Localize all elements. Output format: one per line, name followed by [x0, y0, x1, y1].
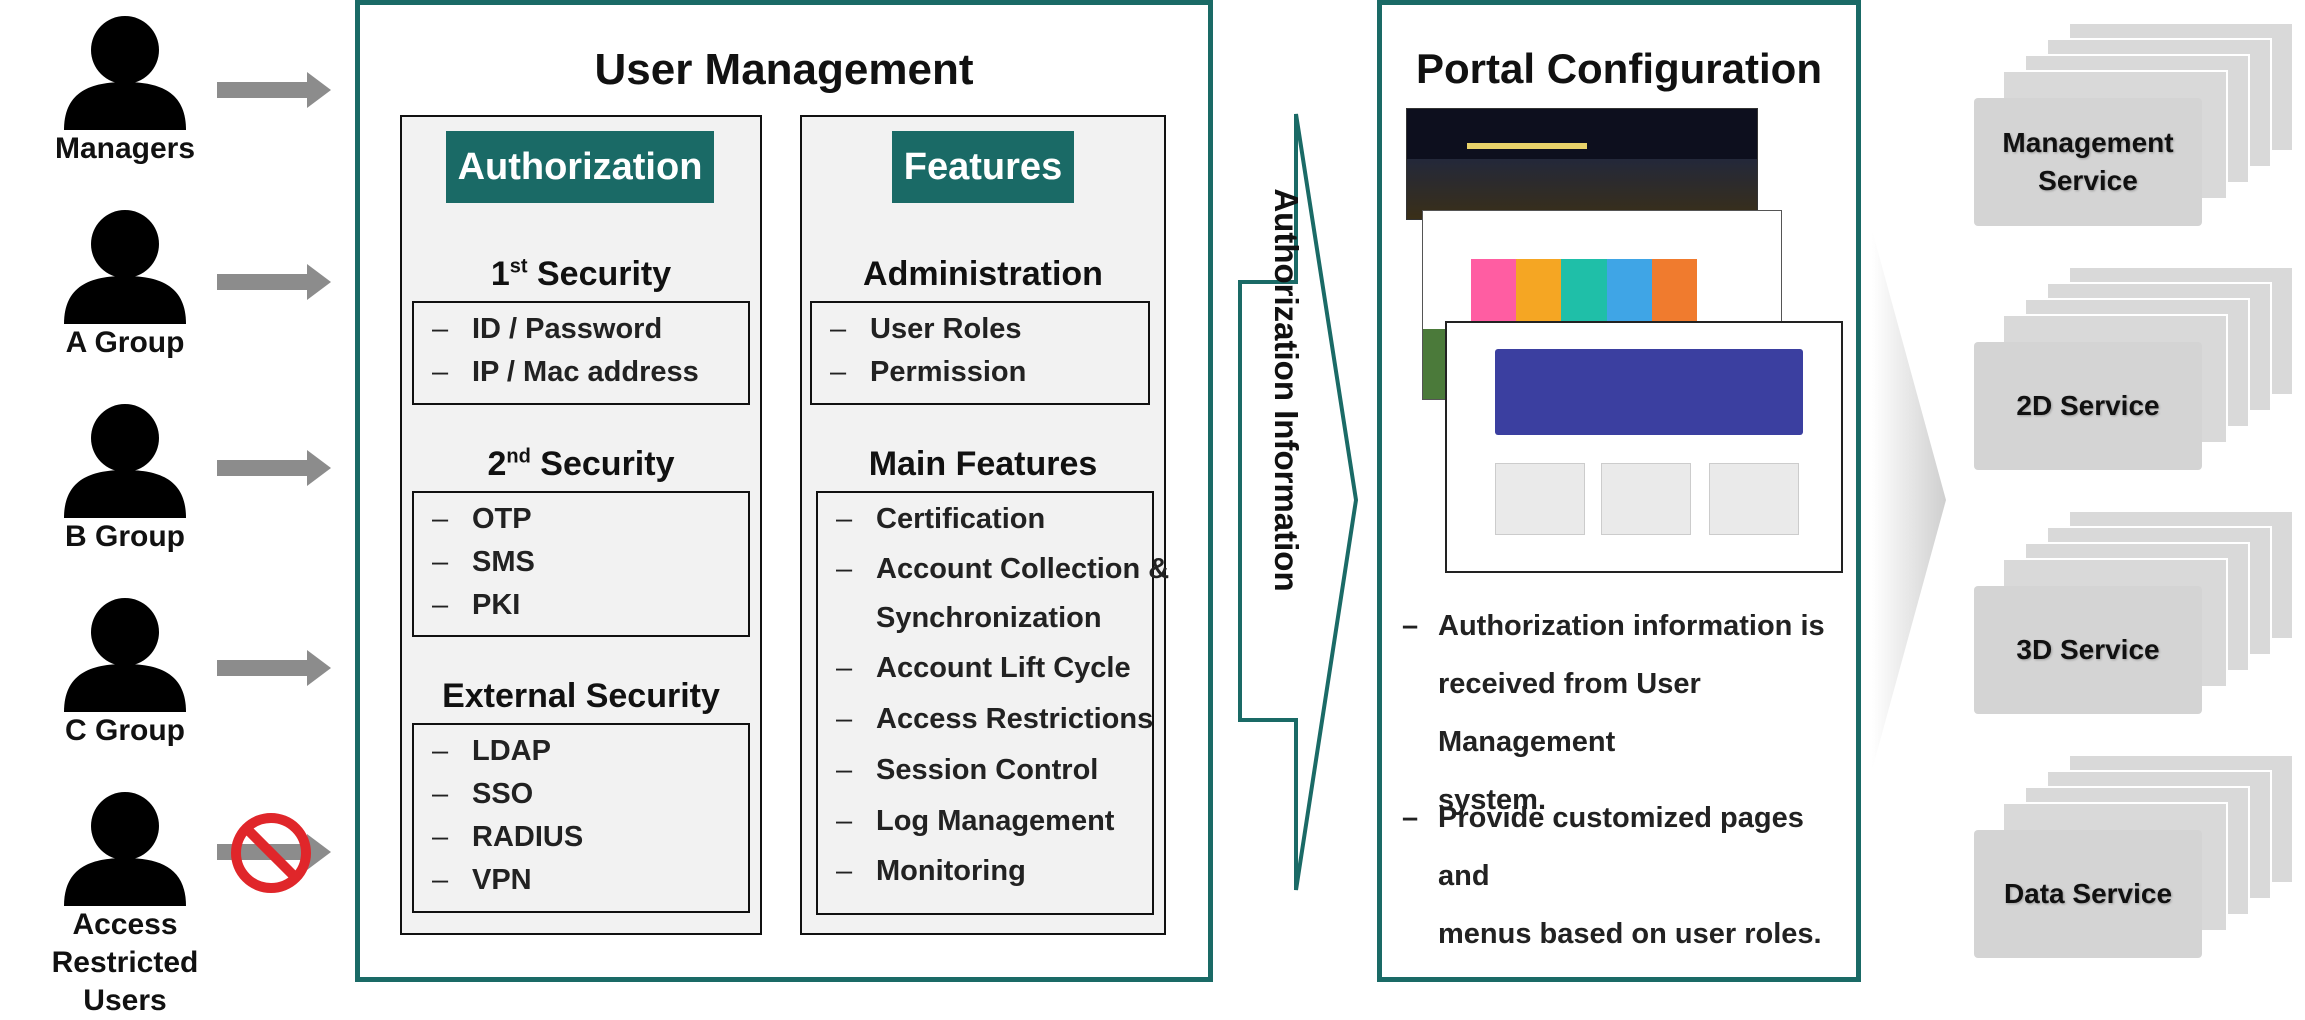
- user-management-panel: User Management Authorization 1st Securi…: [355, 0, 1213, 982]
- portal-screenshot-3: [1445, 321, 1843, 573]
- external-security-title: External Security: [442, 677, 720, 715]
- features-badge: Features: [892, 131, 1074, 203]
- portal-bullet-2-dash: –: [1402, 802, 1419, 834]
- flow-label: Authorization Information: [1268, 188, 1305, 592]
- person-icon: [64, 210, 186, 324]
- prohibited-icon: [231, 813, 311, 893]
- portal-bullet-2: Provide customized pages and menus based…: [1438, 802, 1822, 950]
- access-arrow-icon: [217, 264, 331, 300]
- user-managers: Managers: [0, 12, 250, 168]
- main-features-box: –Certification –Account Collection & Syn…: [816, 491, 1169, 915]
- portal-screenshot-1: [1406, 108, 1758, 220]
- user-b-group: B Group: [0, 400, 250, 556]
- distribution-fan: [1872, 230, 1946, 770]
- panel-title: User Management: [594, 45, 974, 94]
- portal-bullet-1: Authorization information is received fr…: [1438, 610, 1825, 816]
- access-arrow-icon: [217, 72, 331, 108]
- user-label: Managers: [54, 132, 196, 165]
- user-restricted: Access Restricted Users: [0, 788, 250, 1020]
- person-icon: [64, 16, 186, 130]
- authorization-column: Authorization 1st Security –ID / Passwor…: [400, 115, 762, 935]
- user-label: C Group: [65, 714, 185, 747]
- security-2-title: 2nd Security: [487, 445, 675, 483]
- user-label: Access Restricted Users: [51, 908, 199, 1017]
- access-arrow-icon: [217, 450, 331, 486]
- panel-title: Portal Configuration: [1416, 45, 1822, 92]
- portal-bullet-1-dash: –: [1402, 610, 1419, 642]
- service-3d: 3D Service: [1974, 586, 2202, 714]
- user-label: A Group: [65, 326, 185, 359]
- person-icon: [64, 404, 186, 518]
- security-2-box: –OTP –SMS –PKI: [412, 491, 750, 637]
- service-management: Management Service: [1974, 98, 2202, 226]
- service-2d: 2D Service: [1974, 342, 2202, 470]
- administration-title: Administration: [863, 255, 1103, 293]
- person-icon: [64, 792, 186, 906]
- flow-arrow-icon: [1238, 113, 1359, 891]
- security-1-title: 1st Security: [490, 255, 672, 293]
- features-column: Features Administration –User Roles –Per…: [800, 115, 1169, 935]
- main-features-title: Main Features: [868, 445, 1098, 483]
- person-icon: [64, 598, 186, 712]
- portal-panel: Portal Configuration – Authorization inf…: [1377, 0, 1861, 982]
- user-c-group: C Group: [0, 594, 250, 750]
- user-label: B Group: [65, 520, 185, 553]
- user-a-group: A Group: [0, 206, 250, 362]
- external-security-box: –LDAP –SSO –RADIUS –VPN: [412, 723, 750, 913]
- service-data: Data Service: [1974, 830, 2202, 958]
- security-1-box: –ID / Password –IP / Mac address: [412, 301, 750, 405]
- flow-label-wrapper: Authorization Information: [1196, 188, 1376, 591]
- administration-box: –User Roles –Permission: [810, 301, 1150, 405]
- access-arrow-icon: [217, 650, 331, 686]
- authorization-badge: Authorization: [446, 131, 714, 203]
